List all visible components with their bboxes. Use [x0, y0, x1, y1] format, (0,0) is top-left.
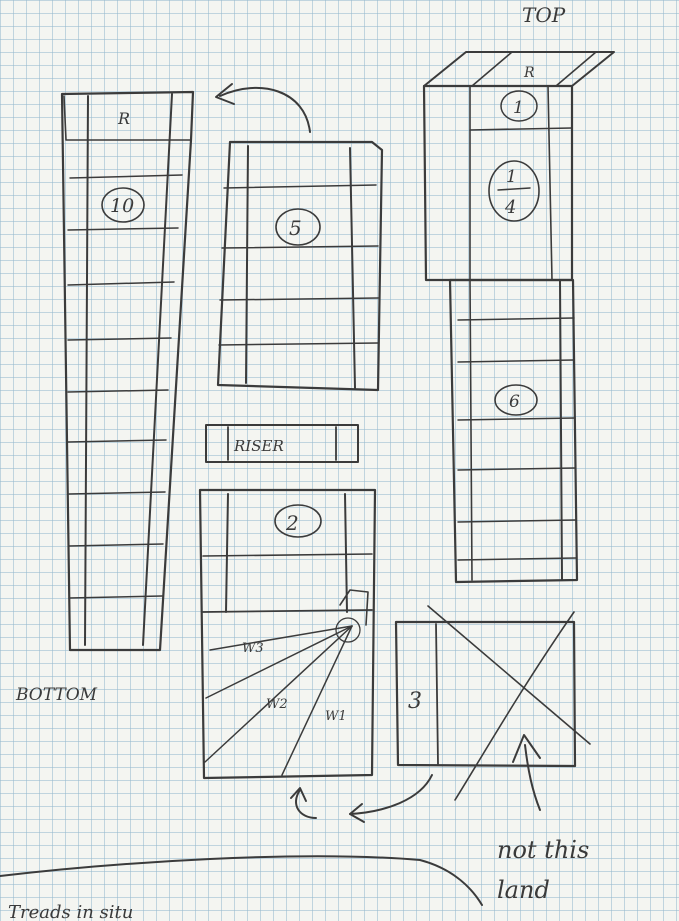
middle-piece-5 — [218, 142, 382, 390]
note-line1: not this — [497, 836, 589, 864]
piece-6-label: 6 — [509, 392, 520, 412]
riser-label: RISER — [233, 437, 284, 455]
arrow-top-curve-icon — [216, 84, 310, 132]
piece-3-label: 3 — [408, 689, 422, 714]
top-label: TOP — [522, 3, 566, 27]
bottom-caption: Treads in situ — [8, 902, 133, 921]
fraction-bar — [498, 188, 530, 190]
winder-w3-label: W3 — [242, 641, 264, 656]
right-stringer-pieces-1-4-6 — [424, 52, 614, 582]
top-cap-r-label: R — [523, 65, 535, 81]
left-stringer-r-label: R — [117, 109, 130, 128]
arrow-up-note-icon — [513, 735, 540, 810]
piece-2-label: 2 — [285, 511, 299, 535]
arrow-bottom-curve-icon — [291, 775, 432, 822]
note-line2: land — [497, 876, 550, 904]
piece-1-fraction-top: 1 — [506, 167, 517, 187]
winder-w1-label: W1 — [325, 709, 347, 724]
piece-10-label: 10 — [110, 195, 134, 217]
winder-w2-label: W2 — [266, 697, 288, 712]
piece-1-label: 1 — [513, 98, 524, 118]
left-stringer-piece-10 — [62, 92, 193, 650]
piece-5-label: 5 — [289, 216, 302, 240]
bottom-curve-line — [0, 856, 482, 905]
right-piece-3-crossed — [396, 606, 590, 800]
bottom-label: BOTTOM — [15, 685, 98, 705]
piece-4-label: 4 — [504, 197, 516, 218]
